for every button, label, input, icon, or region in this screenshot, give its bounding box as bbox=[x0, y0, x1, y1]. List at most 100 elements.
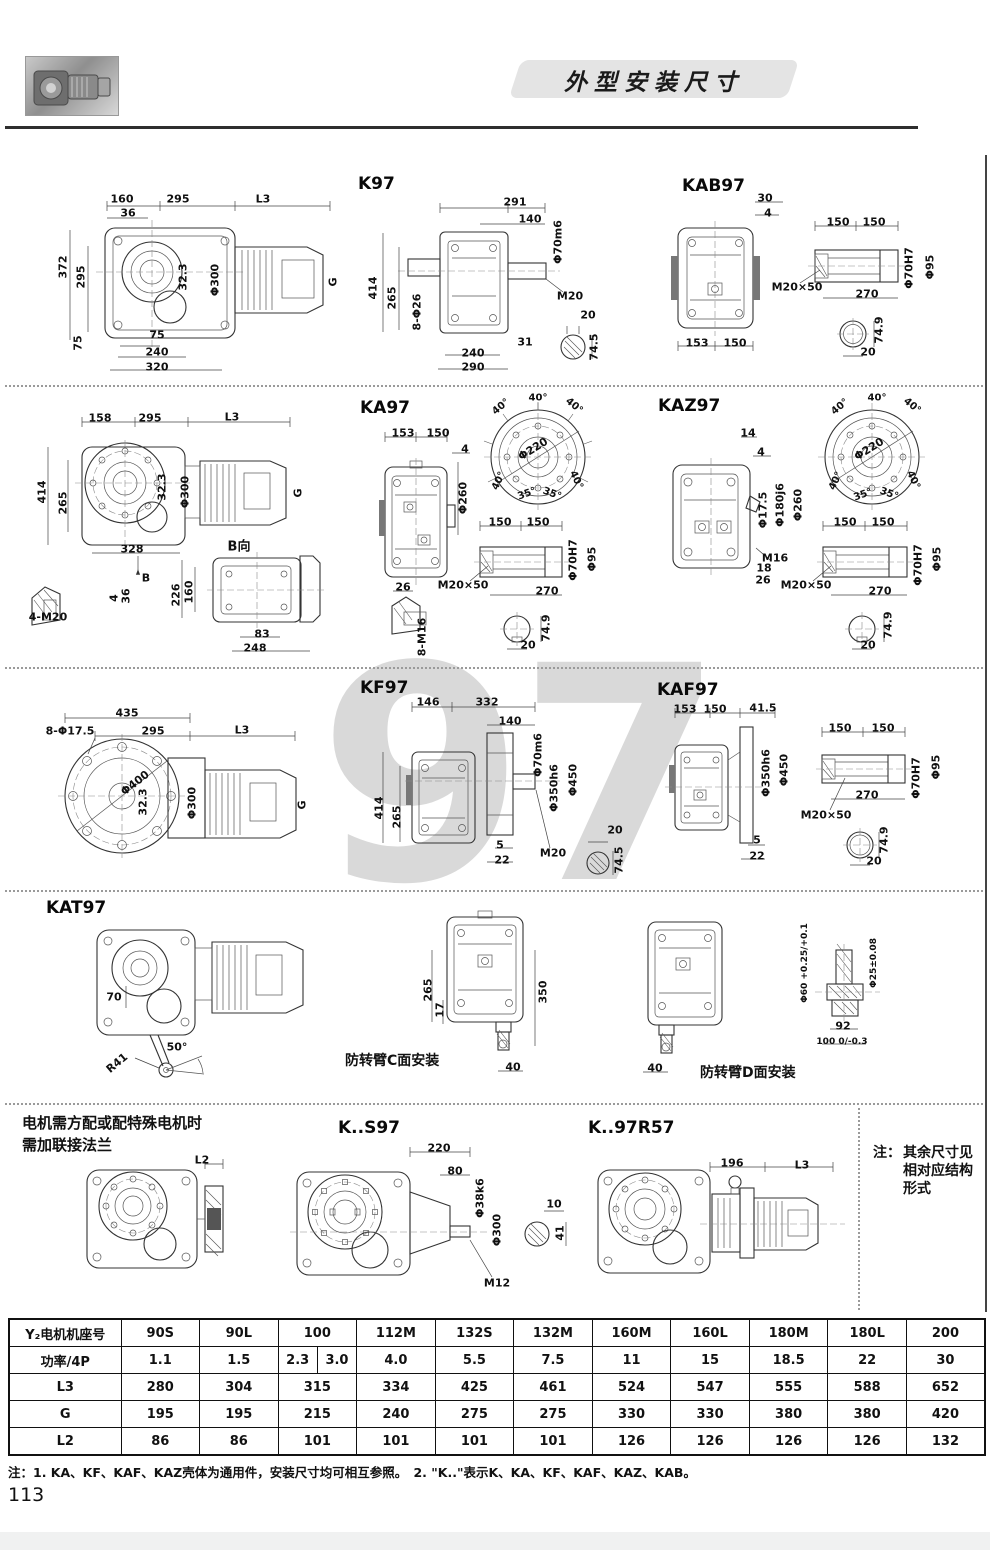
table-cell: 160M bbox=[591, 1318, 672, 1347]
dim-label: 75 bbox=[71, 335, 85, 351]
table-cell: G bbox=[8, 1400, 122, 1428]
table-cell: L2 bbox=[8, 1427, 122, 1456]
dim-label: Φ70H7 bbox=[902, 247, 916, 289]
dim-label: 153 bbox=[685, 336, 709, 350]
dim-label: Φ38k6 bbox=[473, 1178, 487, 1218]
table-cell: 195 bbox=[120, 1400, 201, 1428]
table-cell: 275 bbox=[513, 1400, 593, 1428]
motor-flange-note-line2: 需加联接法兰 bbox=[22, 1136, 113, 1154]
dim-label: 153 bbox=[673, 702, 697, 716]
dim-label: 17 bbox=[433, 1002, 447, 1018]
table-cell: 420 bbox=[905, 1400, 986, 1428]
dim-label: Φ70m6 bbox=[551, 220, 565, 264]
flange-coupling-view bbox=[86, 1159, 224, 1269]
header-rule bbox=[5, 126, 918, 129]
footnote: 注：1. KA、KF、KAF、KAZ壳体为通用件，安装尺寸均可相互参照。 2. … bbox=[8, 1465, 696, 1480]
dim-label: 150 bbox=[871, 515, 895, 529]
drawing-title-ka97: KA97 bbox=[360, 398, 410, 418]
dim-label: 150 bbox=[826, 215, 850, 229]
dim-label: 150 bbox=[871, 721, 895, 735]
dim-label: 80 bbox=[447, 1164, 463, 1178]
kaz97-front-view bbox=[672, 436, 771, 575]
dim-label: 20 bbox=[860, 638, 876, 652]
dim-label: Φ220 bbox=[851, 434, 887, 464]
dim-label: Φ70H7 bbox=[911, 544, 925, 586]
dim-label: M20×50 bbox=[771, 280, 823, 294]
dim-label: 40 bbox=[505, 1060, 521, 1074]
drawing-title-kat97: KAT97 bbox=[46, 898, 107, 918]
dim-label: 20 bbox=[860, 345, 876, 359]
dim-label: 150 bbox=[426, 426, 450, 440]
table-cell: 180L bbox=[827, 1318, 907, 1347]
dim-label: M20 bbox=[539, 846, 567, 860]
table-cell: 524 bbox=[591, 1373, 672, 1401]
dim-label: M16 bbox=[761, 551, 789, 565]
caption-torque-arm-c: 防转臂C面安装 bbox=[345, 1053, 440, 1069]
dim-label: Φ220 bbox=[515, 434, 551, 464]
dim-label: 40 bbox=[647, 1061, 663, 1075]
dim-label: 270 bbox=[868, 584, 892, 598]
kaf97-shaft-view bbox=[816, 727, 912, 866]
table-cell: 1.5 bbox=[199, 1346, 279, 1374]
dim-label: 40° bbox=[901, 395, 923, 417]
table-cell: 101 bbox=[356, 1427, 436, 1456]
table-cell: 18.5 bbox=[748, 1346, 829, 1374]
kf97-front-view bbox=[58, 713, 297, 858]
table-cell: 380 bbox=[827, 1400, 907, 1428]
dim-label: 265 bbox=[56, 491, 70, 515]
kaz97-flange-view bbox=[818, 403, 926, 511]
dim-label: 75 bbox=[149, 328, 165, 342]
dim-label: 92 bbox=[835, 1019, 851, 1033]
table-cell: 22 bbox=[827, 1346, 907, 1374]
table-cell: 275 bbox=[434, 1400, 515, 1428]
dim-label: 70 bbox=[106, 990, 122, 1004]
dim-label: 83 bbox=[254, 627, 270, 641]
kat97-rear-view-c bbox=[431, 910, 536, 1072]
drawing-title-ks97: K..S97 bbox=[338, 1118, 400, 1138]
table-cell: Y₂电机机座号 bbox=[8, 1318, 122, 1347]
table-cell: 461 bbox=[513, 1373, 593, 1401]
table-cell: 126 bbox=[591, 1427, 672, 1456]
dim-label: 414 bbox=[35, 480, 49, 504]
dim-label: 18 bbox=[756, 561, 772, 575]
dim-label: 10 bbox=[546, 1197, 562, 1211]
dim-label: 40° bbox=[904, 469, 922, 491]
kf97-side-view bbox=[382, 702, 614, 875]
side-note-prefix: 注： bbox=[873, 1145, 901, 1161]
table-cell: 126 bbox=[748, 1427, 829, 1456]
dim-label: 26 bbox=[395, 580, 411, 594]
table-cell: 90S bbox=[120, 1318, 201, 1347]
dim-label: 20 bbox=[607, 823, 623, 837]
table-cell: 30 bbox=[905, 1346, 986, 1374]
table-cell: 4.0 bbox=[356, 1346, 436, 1374]
note-separator bbox=[858, 1108, 860, 1310]
dim-label: G bbox=[291, 488, 305, 498]
dim-label: 4 bbox=[764, 206, 772, 220]
dim-label: Φ17.5 bbox=[756, 491, 770, 529]
dim-label: 40° bbox=[528, 392, 548, 404]
caption-torque-arm-d: 防转臂D面安装 bbox=[700, 1065, 796, 1081]
dim-label: 320 bbox=[145, 360, 169, 374]
table-cell: 160L bbox=[670, 1318, 750, 1347]
dim-label: 158 bbox=[88, 411, 112, 425]
dim-label: 4-M20 bbox=[28, 610, 68, 624]
ka97-rear-view bbox=[379, 432, 470, 585]
dim-label: 41.5 bbox=[749, 701, 777, 715]
dim-label: 4 bbox=[757, 445, 765, 459]
dim-label: Φ350h6 bbox=[759, 749, 773, 797]
table-cell: 425 bbox=[434, 1373, 515, 1401]
dim-label: 40° bbox=[490, 396, 512, 418]
dim-label: L3 bbox=[794, 1158, 810, 1172]
dim-label: 328 bbox=[120, 542, 144, 556]
dim-label: 50° bbox=[166, 1040, 188, 1054]
table-cell: 200 bbox=[905, 1318, 986, 1347]
dim-label: 35° bbox=[541, 485, 563, 503]
dim-label: 20 bbox=[866, 854, 882, 868]
dim-label: 140 bbox=[518, 212, 542, 226]
dim-label: 35° bbox=[852, 486, 874, 504]
dim-label: M20 bbox=[556, 289, 584, 303]
dim-label: Φ260 bbox=[791, 488, 805, 522]
dim-label: 40° bbox=[829, 396, 851, 418]
dim-label: 74.5 bbox=[612, 846, 626, 874]
dim-label: 150 bbox=[862, 215, 886, 229]
